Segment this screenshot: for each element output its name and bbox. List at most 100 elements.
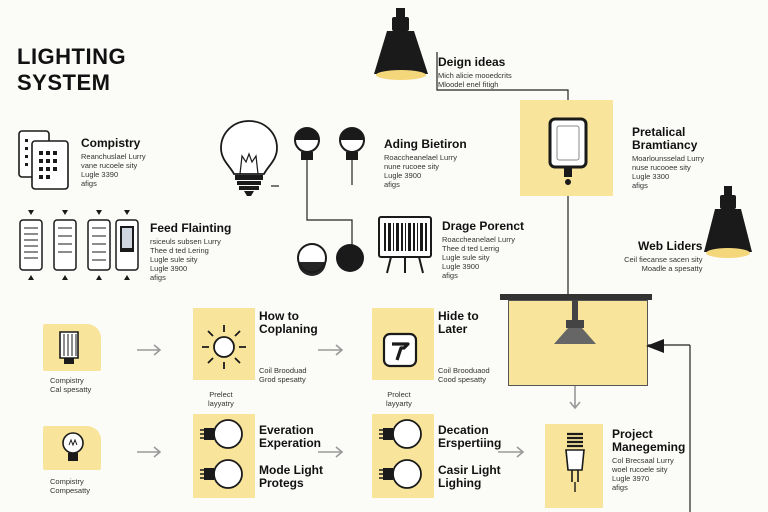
node-prolect: Prolect layyarty (386, 390, 412, 408)
ceiling-rail (500, 294, 652, 300)
pretalical-line: nuse rucooee sity (632, 163, 691, 172)
design-ideas-line: Mich alicie mooedcrits (438, 71, 512, 80)
feed-flanting-line: Thee d ted Lering (150, 246, 209, 255)
design-ideas-line: Mloodel enel fitigh (438, 80, 499, 89)
fixture-icon (554, 300, 596, 344)
ading-bietiron-line: Roaccheanelael Lurry (384, 153, 457, 162)
node-compistry: Compistry Reanchuslael Lurry vane rucoel… (81, 136, 146, 189)
decation-heading-2: Erspertiing (438, 436, 502, 450)
prolect-line: Prolect (387, 390, 411, 399)
how-to-heading: How to (259, 309, 299, 323)
how-to-lines: Coil Brooduad Grod spesatty (259, 366, 307, 384)
ading-bietiron-heading: Ading Bietiron (384, 137, 467, 151)
feed-flanting-line: rsiceuls subsen Lurry (150, 237, 221, 246)
title-line-2: SYSTEM (17, 70, 111, 95)
prelect-line: layyatry (208, 399, 234, 408)
compistry-3-line: Compistry (50, 477, 84, 486)
node-feed-flanting: Feed Flainting rsiceuls subsen Lurry The… (150, 221, 232, 283)
feed-flanting-heading: Feed Flainting (150, 221, 232, 235)
prolect-line: layyarty (386, 399, 412, 408)
lightbulb-icon (220, 120, 278, 196)
node-web-liders: Web Liders Ceil fiecanse sacen sity Moad… (606, 239, 703, 274)
project-line: Col Brecsaal Lurry (612, 456, 674, 465)
compistry-heading: Compistry (81, 136, 141, 150)
hide-to-heading: Hide to (438, 309, 479, 323)
bulb-icon (297, 243, 364, 276)
node-casir-light: Casir Light Lighing (438, 464, 501, 490)
everation-heading-2: Experation (259, 436, 322, 450)
decation-heading: Decation (438, 423, 489, 437)
sun-icon (202, 325, 246, 369)
bulb-icon (62, 432, 84, 461)
web-liders-line: Moadle a spesatty (641, 264, 703, 273)
title-line-1: LIGHTING (17, 44, 127, 69)
compistry-line: Reanchuslael Lurry (81, 152, 146, 161)
feed-flanting-line: Lugle 3900 (150, 264, 188, 273)
pretalical-line: Moarlounsselad Lurry (632, 154, 705, 163)
web-liders-heading: Web Liders (638, 239, 703, 253)
compistry-2-line: Cal spesatty (50, 385, 92, 394)
hide-to-line: Coil Brooduaod (438, 366, 490, 375)
node-ading-bietiron: Ading Bietiron Roaccheanelael Lurry nune… (384, 137, 467, 190)
compistry-line: afigs (81, 179, 97, 188)
node-project: Project Manegeming Col Brecsaal Lurry wo… (612, 427, 686, 493)
compistry-2-line: Compistry (50, 376, 84, 385)
compistry-line: Lugle 3390 (81, 170, 119, 179)
bulb-icon (294, 127, 320, 160)
project-line: woel rucoele sity (612, 465, 668, 474)
drage-porenct-line: Lugle 3900 (442, 262, 480, 271)
node-compistry-2: Compistry Cal spesatty (50, 376, 91, 394)
feed-flanting-line: Lugle sule sity (150, 255, 198, 264)
hide-to-line: Cood spesatty (438, 375, 486, 384)
everation-heading: Everation (259, 423, 314, 437)
pretalical-line: afigs (632, 181, 648, 190)
prelect-line: Prelect (209, 390, 233, 399)
drage-porenct-line: Roaccheanelael Lurry (442, 235, 515, 244)
project-line: Lugle 3970 (612, 474, 650, 483)
bulb-icon (565, 432, 585, 492)
node-decation: Decation Erspertiing (438, 424, 501, 450)
bulb-icon (339, 127, 365, 160)
project-heading-2: Manegeming (612, 440, 686, 454)
pretalical-heading: Pretalical (632, 125, 686, 139)
barcode-panel-icon (378, 216, 432, 274)
drage-porenct-line: Thee d ted Lerrig (442, 244, 500, 253)
connector-plug-icon (646, 339, 664, 353)
hide-to-heading-2: Later (438, 322, 468, 336)
how-to-line: Coil Brooduad (259, 366, 307, 375)
drage-porenct-heading: Drage Porenct (442, 219, 525, 233)
mode-light-heading: Mode Light (259, 463, 323, 477)
node-pretalical: Pretalical Bramtiancy Moarlounsselad Lur… (632, 125, 705, 191)
node-mode-light: Mode Light Protegs (259, 464, 323, 490)
how-to-heading-2: Coplaning (259, 322, 318, 336)
compistry-3-line: Compesatty (50, 486, 91, 495)
pendant-lamp-icon (704, 186, 752, 258)
casir-light-heading: Casir Light (438, 463, 501, 477)
fixture-icon (548, 117, 588, 185)
casir-light-heading-2: Lighing (438, 476, 482, 490)
page-title: LIGHTING SYSTEM (17, 44, 126, 96)
drage-porenct-line: afigs (442, 271, 458, 280)
bulb-icon (200, 419, 243, 489)
pretalical-line: Lugle 3300 (632, 172, 670, 181)
pretalical-heading-2: Bramtiancy (632, 138, 698, 152)
bulb-icon (59, 331, 79, 364)
node-design-ideas: Deign ideas Mich alicie mooedcrits Mlood… (438, 55, 512, 90)
how-to-line: Grod spesatty (259, 375, 306, 384)
pendant-lamp-icon (374, 8, 428, 80)
switch-panel-icon (18, 130, 69, 190)
node-how-to: How to Coplaning (259, 310, 318, 336)
design-ideas-heading: Deign ideas (438, 55, 506, 69)
mode-light-heading-2: Protegs (259, 476, 304, 490)
app-logo-icon (382, 332, 418, 368)
bulb-icon (379, 419, 422, 489)
web-liders-line: Ceil fiecanse sacen sity (624, 255, 703, 264)
node-drage-porenct: Drage Porenct Roaccheanelael Lurry Thee … (442, 219, 525, 281)
ading-bietiron-line: Lugle 3900 (384, 171, 422, 180)
node-everation: Everation Experation (259, 424, 321, 450)
project-heading: Project (612, 427, 653, 441)
feed-flanting-line: afigs (150, 273, 166, 282)
node-prelect: Prelect layyatry (208, 390, 234, 408)
ading-bietiron-line: afigs (384, 180, 400, 189)
